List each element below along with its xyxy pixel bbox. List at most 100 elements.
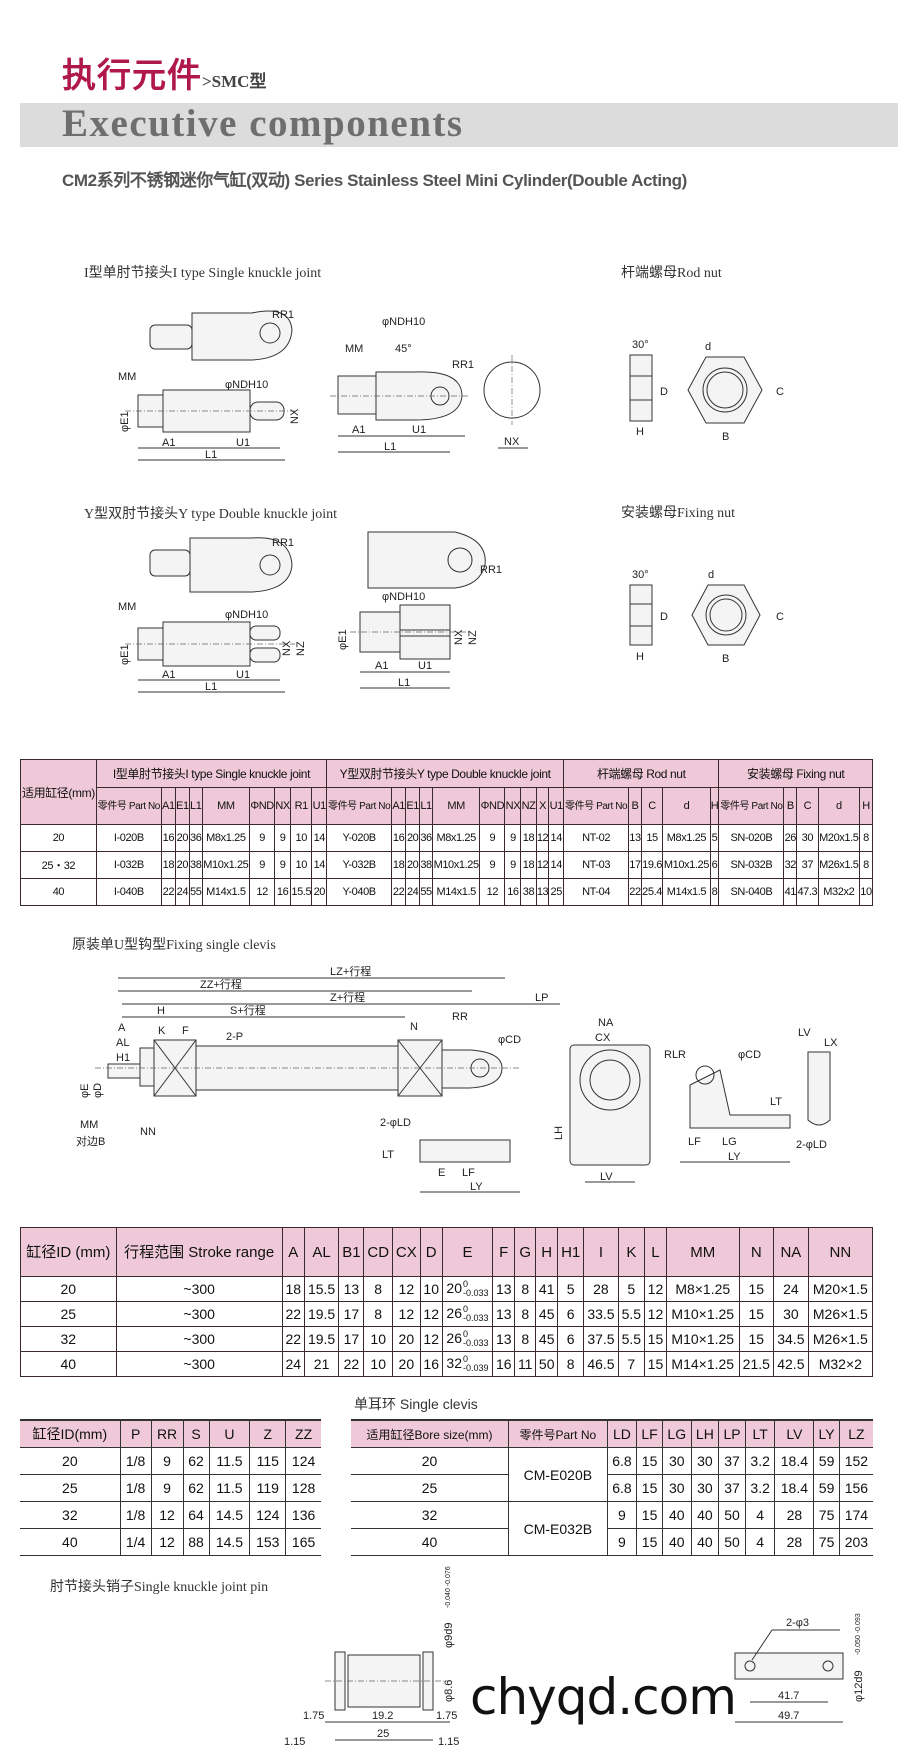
table-cell: 37 — [718, 1447, 746, 1475]
table-cell: M26×1.5 — [807, 1326, 874, 1352]
column-header: LT — [744, 1419, 775, 1448]
table-cell: 36 — [188, 824, 203, 852]
column-header: A1 — [160, 787, 176, 825]
table-cell: CM-E020B — [508, 1447, 608, 1502]
table-cell: M10×1.25 — [665, 1326, 740, 1352]
table-cell: 14 — [548, 851, 565, 879]
table-cell: 5 — [709, 824, 720, 852]
column-header: 缸径ID(mm) — [20, 1419, 121, 1448]
label-cx: CX — [595, 1032, 611, 1044]
column-header: S — [182, 1419, 210, 1448]
section-clevis-label: 原装单U型钩型Fixing single clevis — [72, 938, 276, 953]
table-cell: 50 — [535, 1351, 559, 1377]
table-cell: 22 — [628, 878, 642, 906]
column-header: U — [208, 1419, 250, 1448]
table-cell: 13 — [338, 1276, 365, 1302]
label-2ld: 2-φLD — [380, 1117, 411, 1129]
table-cell: 25 — [548, 878, 565, 906]
table-cell: ~300 — [115, 1351, 283, 1377]
table-cell: 18 — [391, 851, 407, 879]
clevis-cylinder-drawing: LZ+行程 ZZ+行程 Z+行程 LP S+行程 H RR A AL H1 K … — [76, 965, 838, 1193]
table-cell: 20 — [311, 878, 328, 906]
table-cell: 37 — [796, 851, 819, 879]
table-cell: 41 — [783, 878, 798, 906]
table-cell: 20 — [20, 824, 97, 852]
table-cell: ~300 — [115, 1301, 283, 1327]
table-cell: 9 — [606, 1528, 637, 1556]
table-cell: 8 — [514, 1276, 537, 1302]
section-i-type-label: I型单肘节接头I type Single knuckle joint — [84, 266, 322, 281]
table-cell: 152 — [838, 1447, 873, 1475]
table-cell: M8x1.25 — [201, 824, 251, 852]
table-cell: SN-020B — [718, 824, 785, 852]
table-cell: 30 — [661, 1447, 692, 1475]
label-a1: A1 — [352, 424, 365, 436]
column-header: NX — [274, 787, 292, 825]
table-cell: 156 — [838, 1474, 873, 1502]
table-cell: 18.4 — [774, 1474, 814, 1502]
column-header: B — [783, 787, 798, 825]
column-header: U1 — [311, 787, 328, 825]
tolerance: 0-0.033 — [463, 1305, 489, 1323]
column-header: 零件号 Part No — [326, 787, 393, 825]
column-header: ΦND — [249, 787, 276, 825]
cell-value: 26 — [446, 1329, 462, 1346]
table-cell: 32 — [20, 1326, 117, 1352]
section-fixing-nut-label: 安装螺母Fixing nut — [621, 506, 735, 521]
label-nx: NX — [281, 640, 293, 656]
table-cell: 11 — [514, 1351, 537, 1377]
table-cell: M14x1.5 — [201, 878, 251, 906]
table-cell: ~300 — [115, 1326, 283, 1352]
label-c: C — [776, 386, 784, 398]
table-cell: M32×2 — [807, 1351, 874, 1377]
table-cell: 30 — [796, 824, 819, 852]
table-cell: 40 — [661, 1528, 692, 1556]
label-2ld: 2-φLD — [796, 1139, 827, 1151]
table-cell: 8 — [514, 1301, 537, 1327]
table-cell: 9 — [479, 824, 506, 852]
header-row: 适用缸径(mm)I型单肘节接头I type Single knuckle joi… — [20, 759, 873, 825]
table-cell: 13 — [535, 878, 550, 906]
label-lx: LX — [824, 1037, 838, 1049]
table-cell: 20 — [405, 824, 421, 852]
table-cell: Y-020B — [326, 824, 393, 852]
table-cell: 12 — [419, 1326, 443, 1352]
label-u1: U1 — [412, 424, 426, 436]
column-header: N — [738, 1227, 775, 1277]
table-cell: 12 — [643, 1301, 667, 1327]
table-cell: I-040B — [95, 878, 162, 906]
label-mm: MM — [80, 1119, 98, 1131]
table-cell: 8 — [363, 1301, 393, 1327]
table-cell: 6 — [557, 1326, 585, 1352]
table-cell: M10×1.25 — [665, 1301, 740, 1327]
table-cell: 24 — [174, 878, 190, 906]
table-cell: 9 — [249, 824, 276, 852]
table-cell: 20 — [174, 824, 190, 852]
tolerance: 0-0.033 — [463, 1330, 489, 1348]
table-cell: 14 — [311, 851, 328, 879]
table-cell: 9 — [606, 1501, 637, 1529]
fixing-nut-drawing: 30° D H d C B — [629, 569, 784, 665]
table-cell: 9 — [150, 1447, 184, 1475]
table-cell: 8 — [557, 1351, 585, 1377]
table-cell: 3.2 — [744, 1474, 775, 1502]
column-header: I — [583, 1227, 619, 1277]
label-nz: NZ — [295, 641, 307, 656]
column-header: MM — [665, 1227, 740, 1277]
label-lp: LP — [535, 992, 548, 1004]
table-cell: 19.5 — [303, 1301, 340, 1327]
column-header: 行程范围 Stroke range — [115, 1227, 283, 1277]
table-cell: 22 — [281, 1301, 305, 1327]
label-rlr: RLR — [664, 1049, 686, 1061]
table-cell: 119 — [249, 1474, 286, 1502]
column-header: LH — [690, 1419, 719, 1448]
table-cell: 75 — [813, 1501, 840, 1529]
table-cell: 15 — [636, 1447, 663, 1475]
table-cell: 40 — [20, 1351, 117, 1377]
table-cell: 20 — [391, 1326, 421, 1352]
table-cell: 7 — [617, 1351, 645, 1377]
